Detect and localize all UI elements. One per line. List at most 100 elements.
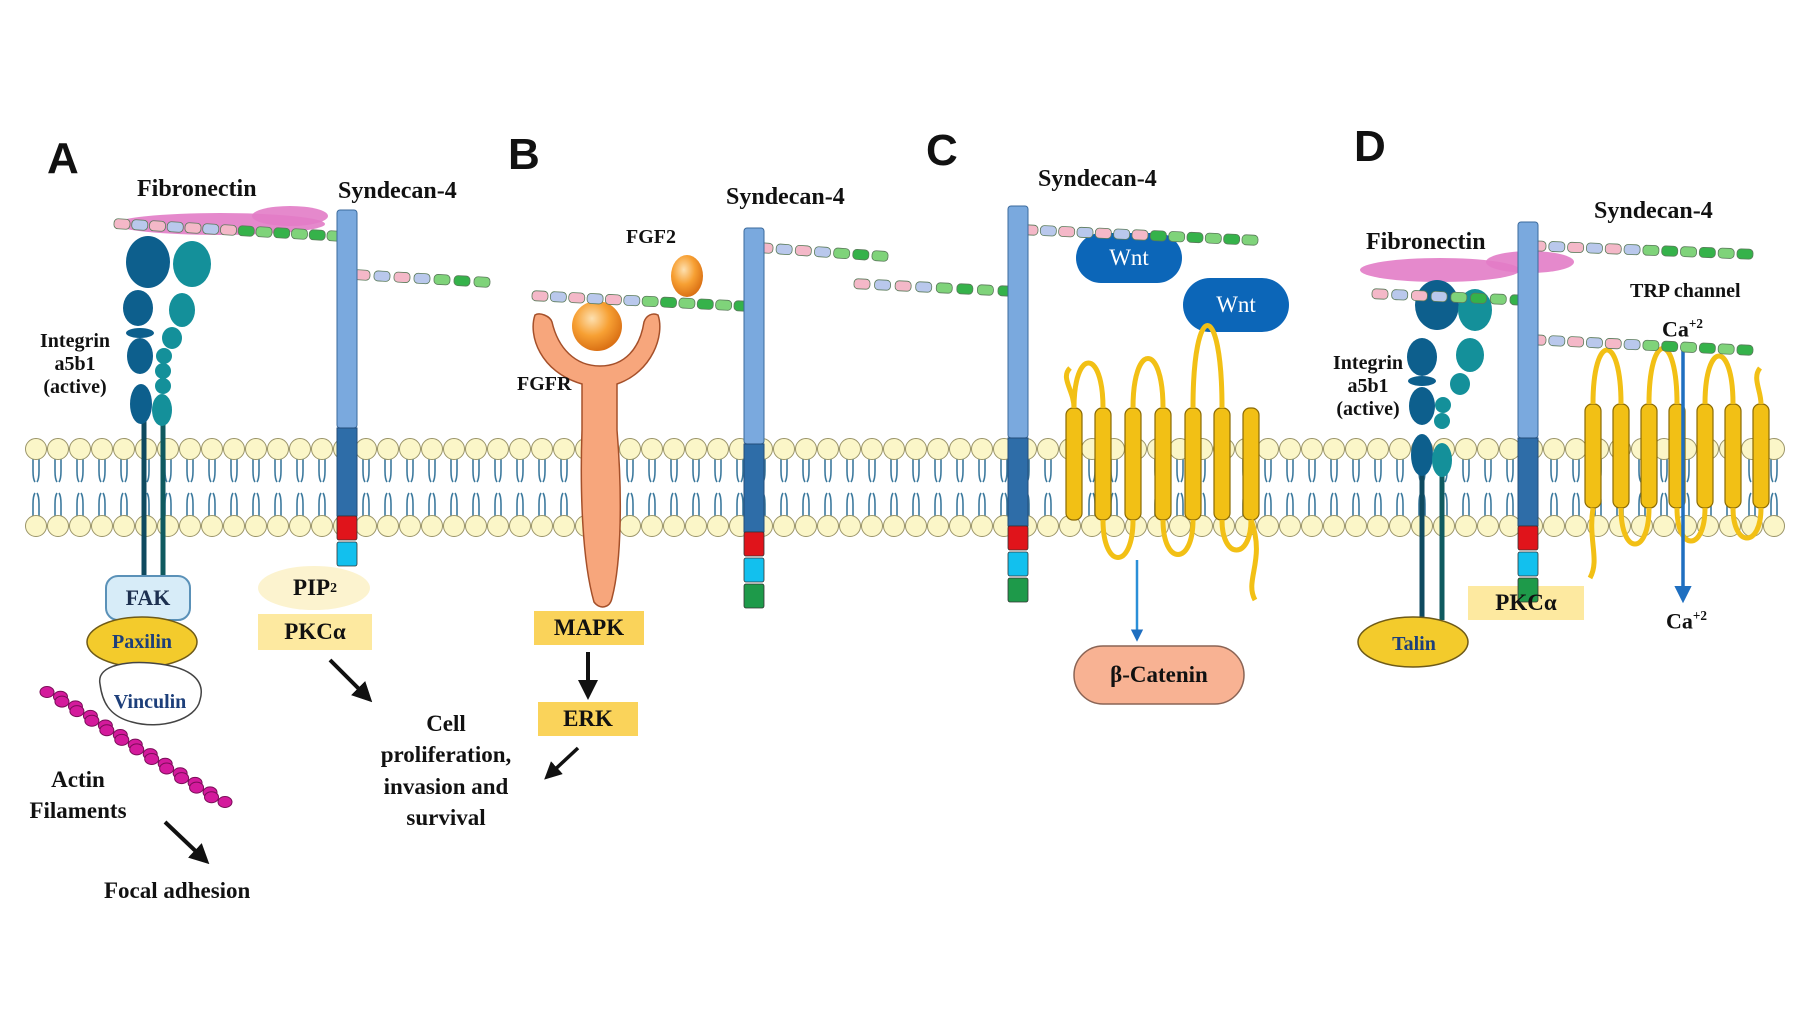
heparan-bead [1642, 339, 1660, 352]
integrin-label-line: (active) [1336, 398, 1400, 420]
heparan-bead [531, 290, 549, 302]
helix [1242, 407, 1260, 521]
actin-monomer [129, 743, 145, 756]
lipid-tail [384, 459, 392, 483]
heparan-bead [1586, 242, 1603, 254]
syndecan-label: Syndecan-4 [1038, 166, 1157, 192]
helix-loop [1646, 346, 1680, 405]
lipid-tail [868, 459, 876, 483]
lipid-tail [890, 492, 898, 516]
frizzled-7tm [1063, 323, 1260, 602]
heparan-bead [1604, 338, 1622, 350]
lipid-head [267, 438, 289, 460]
actin-monomer [144, 752, 160, 765]
syndecan-cyto-domain [1007, 577, 1029, 603]
lipid-tail [318, 492, 326, 516]
lipid-tail [1110, 492, 1118, 516]
integrin-alpha [1415, 280, 1459, 330]
integrin-beta [1432, 443, 1452, 477]
lipid-head [905, 515, 927, 537]
lipid-tail [230, 492, 238, 516]
helix [1640, 403, 1658, 509]
heparan-bead [393, 271, 411, 283]
lipid-tail [956, 492, 964, 516]
heparan-bead [1548, 335, 1566, 347]
syndecan-transmembrane [743, 443, 765, 533]
lipid-head [883, 515, 905, 537]
outcome-line: survival [406, 804, 486, 830]
integrin-beta [1450, 373, 1470, 395]
heparan-bead [775, 243, 793, 256]
lipid-head [1477, 438, 1499, 460]
heparan-bead [1661, 340, 1679, 352]
lipid-head [1257, 515, 1279, 537]
panel-d-graphics [1357, 251, 1770, 668]
syndecan-cyto-domain [336, 515, 358, 541]
heparan-bead [935, 282, 953, 294]
actin-monomer [39, 686, 55, 698]
lipid-head [1543, 515, 1565, 537]
vinculin-shape [99, 661, 202, 726]
heparan-bead [1736, 344, 1754, 356]
helix [1612, 403, 1630, 509]
mapk-label: MAPK [553, 615, 625, 640]
panel-label-d: D [1354, 122, 1386, 171]
heparan-bead [894, 280, 912, 292]
actin-monomer [54, 695, 70, 708]
helix [1213, 407, 1231, 521]
actin-monomer [204, 791, 220, 804]
outcome-line: invasion and [383, 773, 509, 799]
syndecan-ectodomain [1007, 205, 1029, 439]
syndecan-cyto-domain [1007, 525, 1029, 551]
lipid-head [25, 438, 47, 460]
integrin-label-line: a5b1 [1347, 375, 1389, 397]
heparan-bead [1698, 342, 1716, 354]
heparan-bead [1642, 244, 1660, 256]
heparan-bead [1623, 244, 1641, 256]
helix-tail [1063, 366, 1077, 409]
lipid-tail [824, 492, 832, 516]
lipid-head [685, 515, 707, 537]
lipid-tail [1286, 459, 1294, 483]
lipid-tail [560, 492, 568, 516]
fgfr-label: FGFR [517, 373, 572, 395]
lipid-tail [1176, 459, 1184, 483]
erk-box [538, 702, 638, 736]
actin-monomer [217, 796, 233, 808]
lipid-tail [164, 459, 172, 483]
syndecan-ectodomain [743, 227, 765, 445]
lipid-tail [1000, 459, 1008, 483]
heparan-bead [1223, 233, 1241, 245]
lipid-head [201, 515, 223, 537]
lipid-head [861, 438, 883, 460]
heparan-bead [715, 299, 733, 311]
syndecan-cyto-domain [336, 541, 358, 567]
lipid-tail [230, 459, 238, 483]
lipid-tail [1176, 492, 1184, 516]
lipid-head [179, 438, 201, 460]
syndecan-cyto-domain [1517, 577, 1539, 603]
lipid-tail [1352, 492, 1360, 516]
lipid-head [421, 515, 443, 537]
lipid-head [1477, 515, 1499, 537]
lipid-head [311, 515, 333, 537]
lipid-head [1279, 515, 1301, 537]
lipid-head [663, 438, 685, 460]
lipid-head [1345, 438, 1367, 460]
heparan-bead [794, 244, 812, 257]
lipid-head [641, 438, 663, 460]
calcium-sup: +2 [1692, 608, 1707, 623]
fibronectin-label: Fibronectin [137, 176, 257, 202]
heparan-bead [833, 247, 851, 260]
lipid-head [355, 515, 377, 537]
lipid-tail [824, 459, 832, 483]
outcome-line: Cell [426, 711, 466, 736]
pip2-sub: 2 [330, 580, 337, 595]
lipid-tail [1572, 459, 1580, 483]
heparan-bead [1094, 227, 1112, 239]
fgf2-bound [572, 301, 622, 351]
lipid-head [883, 438, 905, 460]
lipid-head [1367, 438, 1389, 460]
fibronectin-shape [252, 206, 328, 226]
